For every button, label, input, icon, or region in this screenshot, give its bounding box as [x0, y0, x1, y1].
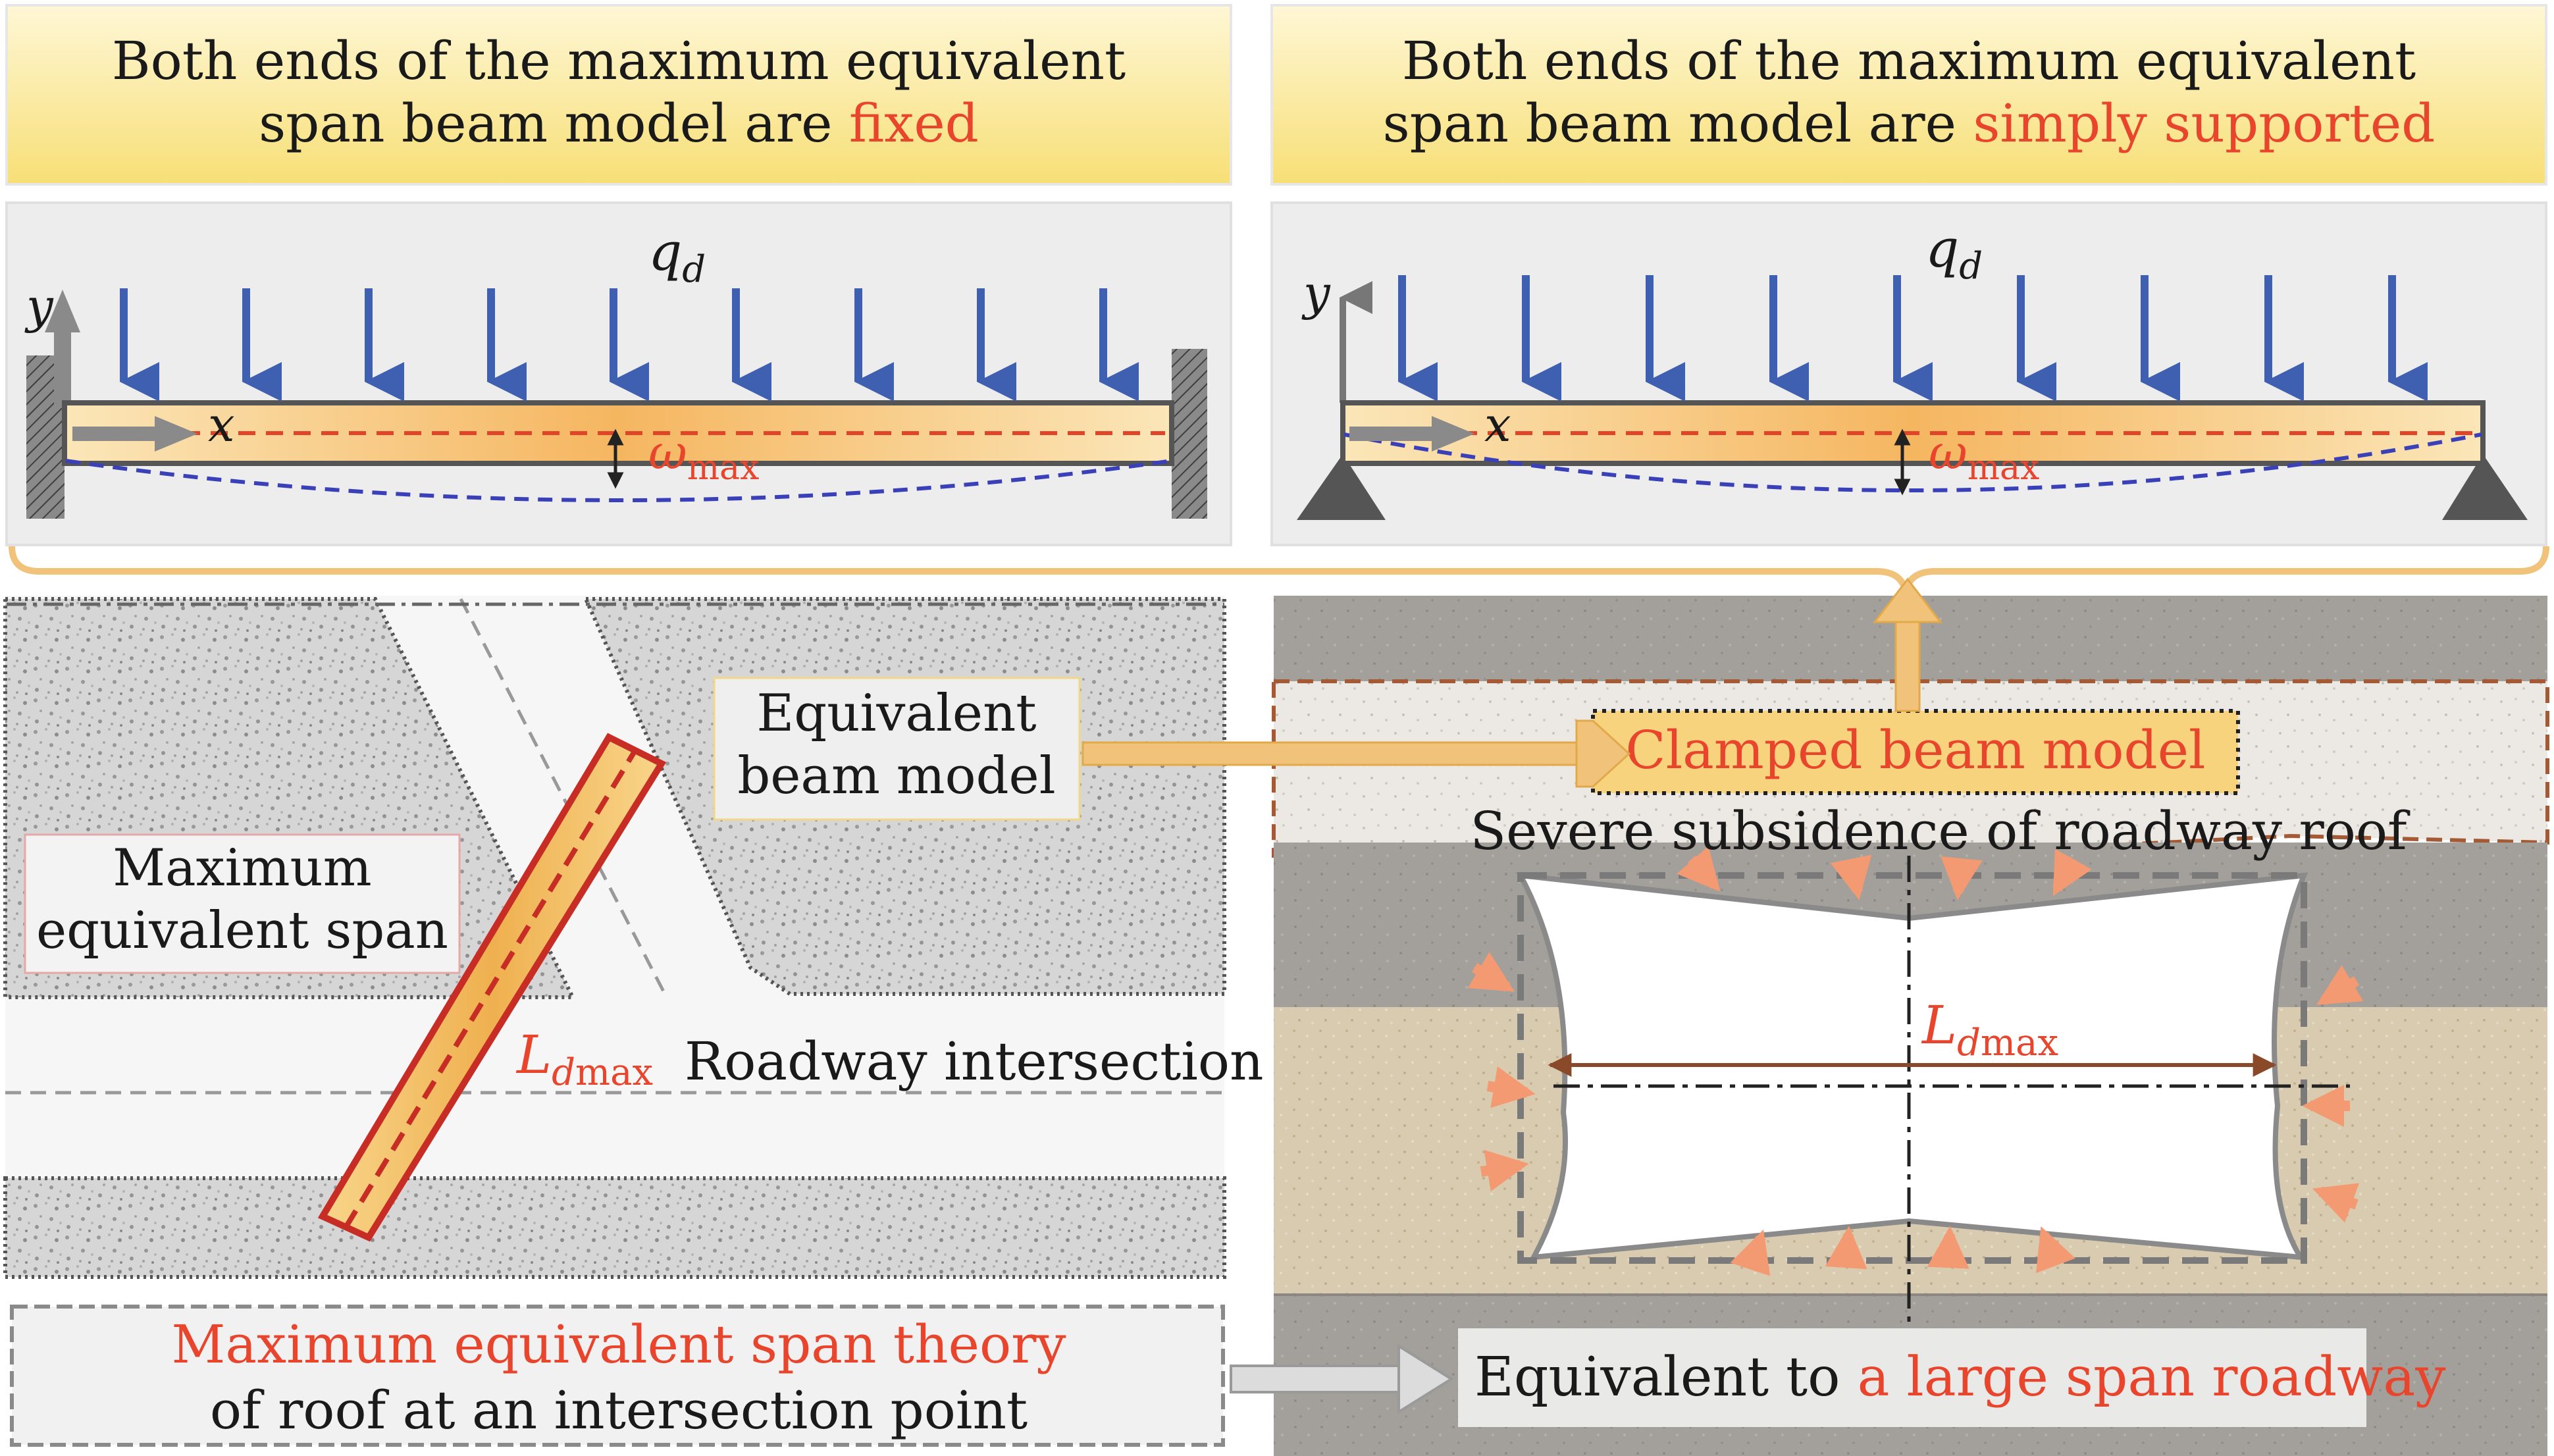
equivalent-beam-label-box [713, 677, 1081, 821]
rock-strip-lower [3, 1176, 1226, 1279]
max-span-label-line2: equivalent span [36, 901, 448, 960]
right-fixed-wall [1172, 349, 1207, 519]
large-span-highlight: a large span roadway [1858, 1346, 2447, 1409]
equivalent-beam-label-line2: beam model [737, 746, 1055, 806]
max-span-label-line1: Maximum [113, 839, 371, 898]
right-header: Both ends of the maximum equivalent span… [1270, 4, 2547, 186]
left-header-line2: span beam model are fixed [259, 93, 979, 154]
rod-centerline [343, 748, 638, 1230]
roadway-intersection-label: Roadway intersection [685, 1031, 1264, 1092]
left-header: Both ends of the maximum equivalent span… [5, 4, 1232, 186]
clamped-to-beam-panel-arrow [1872, 577, 1943, 712]
x-axis-label: x [208, 397, 235, 452]
fixed-highlight: fixed [849, 93, 979, 154]
y-axis-label: y [1301, 265, 1331, 321]
theory-line1: Maximum equivalent span theory [171, 1314, 1066, 1375]
span-symbol-plan: Ldmax [515, 1024, 653, 1094]
distributed-load-arrows [1398, 275, 2428, 402]
max-span-label-box [24, 833, 461, 974]
subsidence-label: Severe subsidence of roadway roof [1470, 800, 2411, 862]
x-axis-arrow [1349, 427, 1435, 441]
equivalent-beam-label-line1: Equivalent [756, 684, 1036, 743]
left-header-line1: Both ends of the maximum equivalent [112, 30, 1126, 91]
load-label: qd [648, 221, 706, 291]
theory-line2: of roof at an intersection point [210, 1380, 1028, 1441]
simply-supported-beam-panel: y x qd ωmax [1270, 201, 2547, 546]
equivalent-label-text: Equivalent to a large span roadway [1474, 1346, 2446, 1409]
left-pin-support [1297, 454, 1386, 520]
deflection-label: ωmax [1929, 425, 2039, 488]
x-axis-arrow [72, 427, 158, 441]
clamped-beam-label: Clamped beam model [1625, 719, 2205, 781]
rock-pressure-arrows [1467, 846, 2364, 1276]
beam-to-clamped-arrow [1082, 719, 1631, 788]
right-header-line2: span beam model are simply supported [1383, 93, 2436, 154]
y-axis-label: y [24, 278, 54, 334]
grouping-brace [9, 546, 2549, 594]
y-axis-arrow [54, 329, 71, 408]
deflection-curve [1343, 432, 2482, 492]
right-roller-support [2442, 454, 2528, 520]
fixed-beam-panel: y x qd ωmax [5, 201, 1232, 546]
equivalent-label: Equivalent to a large span roadway [1458, 1328, 2446, 1427]
deflection-label: ωmax [648, 425, 759, 488]
section-view: Ldmax Clamped beam model Severe subsiden… [1272, 596, 2549, 1456]
right-header-line1: Both ends of the maximum equivalent [1402, 30, 2416, 91]
distributed-load-arrows [120, 288, 1139, 402]
span-symbol-section: Ldmax [1921, 995, 2058, 1064]
deflection-curve [65, 459, 1172, 502]
theory-to-equivalent-arrow [1230, 1343, 1454, 1415]
load-label: qd [1925, 218, 1983, 288]
simply-supported-highlight: simply supported [1973, 93, 2435, 154]
plan-view: Maximum equivalent span Equivalent beam … [3, 596, 1264, 1279]
theory-label: Maximum equivalent span theory of roof a… [10, 1305, 1225, 1447]
x-axis-label: x [1484, 397, 1511, 452]
